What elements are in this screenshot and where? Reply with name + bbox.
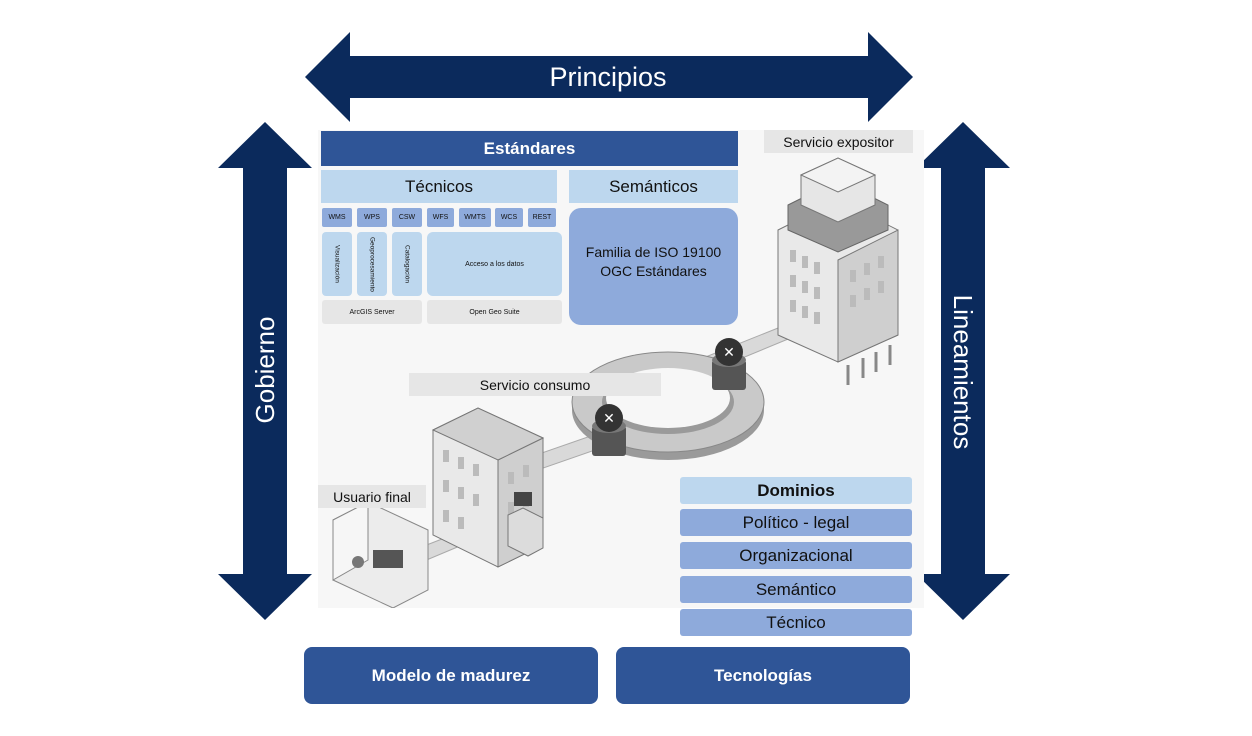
exposer-building [777,157,899,385]
lineamientos-arrow [916,122,1010,620]
server-opengeo: Open Geo Suite [427,300,562,324]
gobierno-arrow [218,122,312,620]
technologies-box: Tecnologías [616,647,910,704]
server-arcgis: ArcGIS Server [322,300,422,324]
semantic-title: Semánticos [569,170,738,203]
consumer-label: Servicio consumo [409,373,661,396]
service-wps: WPS [357,208,387,227]
function-visualizacion: Visualización [322,232,352,296]
service-rest: REST [528,208,556,227]
function-geoprocesamiento-label: Geoprocesamiento [368,236,376,292]
end-user-label: Usuario final [318,485,426,508]
lineamientos-label-wrap: Lineamientos [943,272,983,472]
lineamientos-label: Lineamientos [948,294,979,450]
service-wfs: WFS [427,208,454,227]
semantic-line-1: Familia de ISO 19100 [585,244,722,260]
service-wms: WMS [322,208,352,227]
data-access: Acceso a los datos [427,232,562,296]
domains-title: Dominios [680,477,912,504]
service-wmts: WMTS [459,208,491,227]
semantic-box: Familia de ISO 19100 OGC Estándares [569,208,738,325]
domain-tecnico: Técnico [680,609,912,636]
service-wcs: WCS [495,208,523,227]
maturity-model-box: Modelo de madurez [304,647,598,704]
function-geoprocesamiento: Geoprocesamiento [357,232,387,296]
function-catalogacion: Catalogación [392,232,422,296]
gobierno-label-wrap: Gobierno [245,270,285,470]
function-catalogacion-label: Catalogación [403,245,411,283]
principios-arrow [305,32,913,122]
user-room [332,501,429,608]
domain-politico-legal: Político - legal [680,509,912,536]
gobierno-label: Gobierno [249,316,280,424]
gateway-left: ✕ [592,404,626,456]
standards-title: Estándares [321,131,738,166]
semantic-line-2: OGC Estándares [600,263,707,279]
technical-title: Técnicos [321,170,557,203]
function-visualizacion-label: Visualización [333,245,341,283]
principios-label: Principios [549,61,667,92]
service-csw: CSW [392,208,422,227]
exposer-label: Servicio expositor [764,130,913,153]
svg-text:✕: ✕ [723,345,735,361]
domain-semantico: Semántico [680,576,912,603]
consumer-building [431,407,545,568]
gateway-right: ✕ [712,338,746,390]
domain-organizacional: Organizacional [680,542,912,569]
svg-text:✕: ✕ [603,411,615,427]
